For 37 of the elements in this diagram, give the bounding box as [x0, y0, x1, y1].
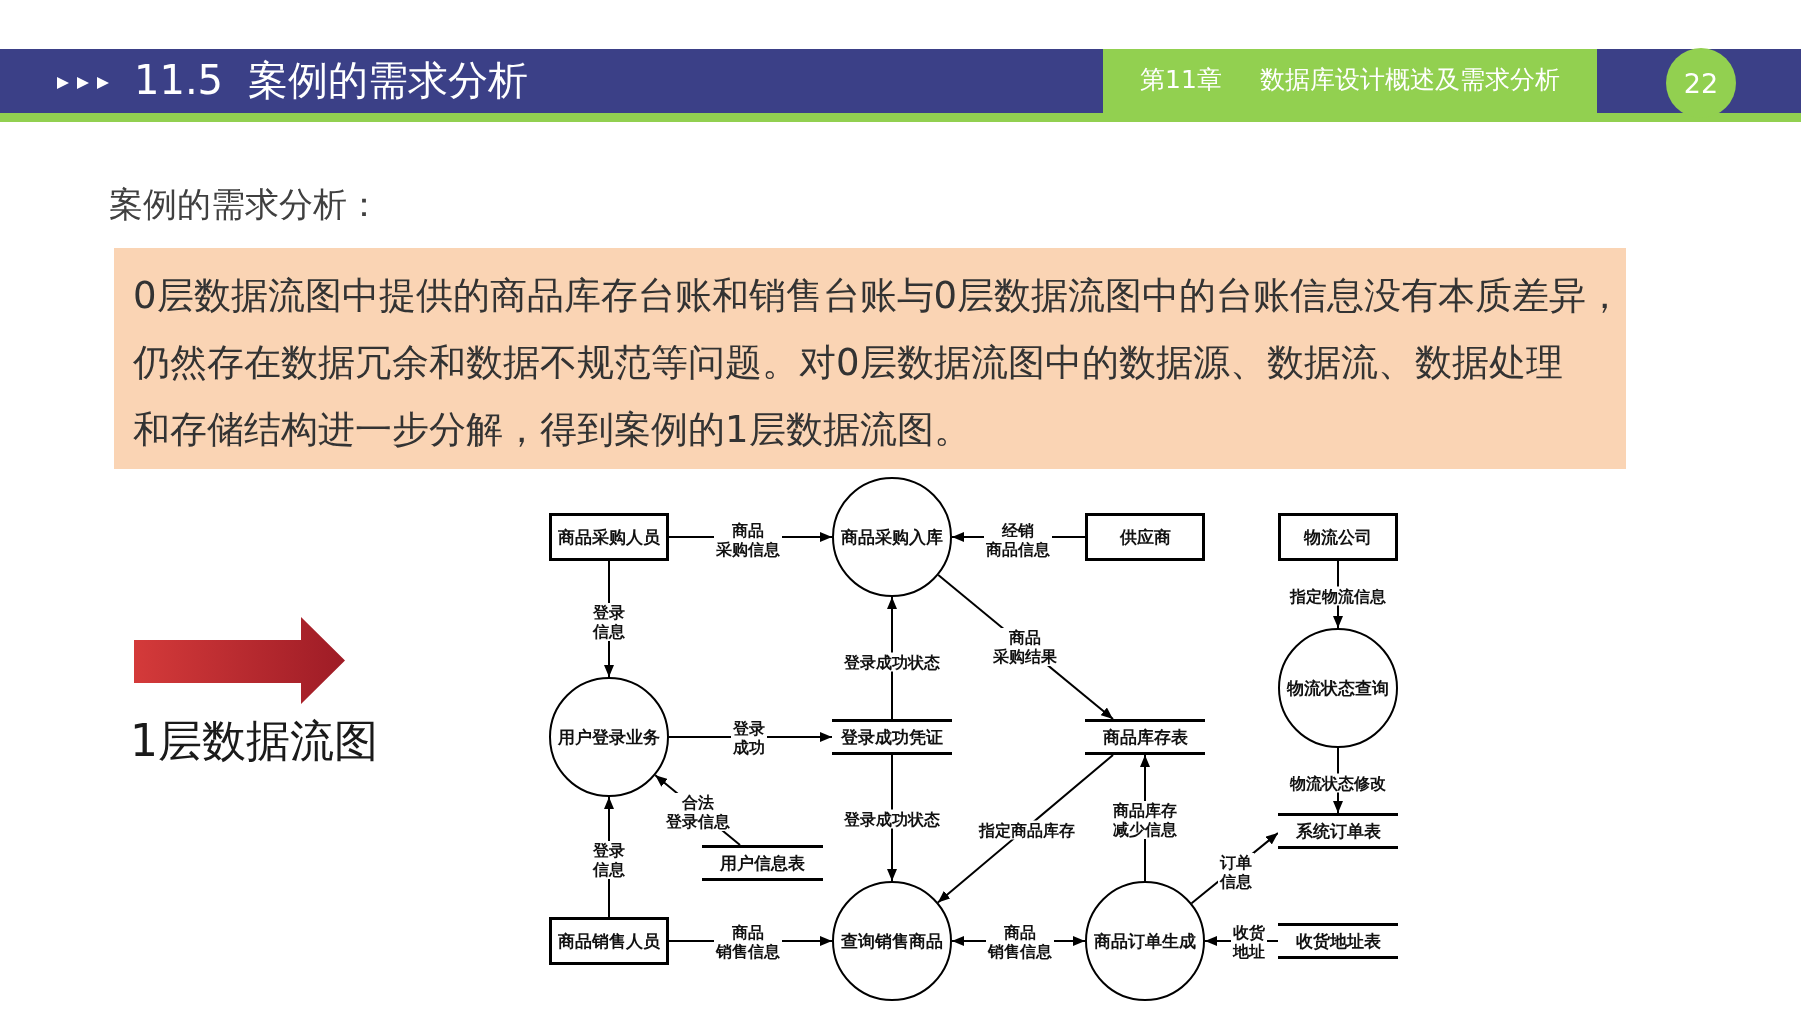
edge-label: 物流状态修改 [1288, 773, 1388, 793]
data-store: 商品库存表 [1085, 719, 1205, 755]
data-store: 用户信息表 [702, 845, 823, 881]
process-circle: 物流状态查询 [1278, 628, 1398, 748]
chapter-banner: 第11章 数据库设计概述及需求分析 [1103, 49, 1597, 113]
text-panel: 0层数据流图中提供的商品库存台账和销售台账与0层数据流图中的台账信息没有本质差异，仍然存在数据冗余和数据不规范等问题。对0层数据流图中的数据源、数据流、数据处理和存储结构进一步分解，得到案例的1层数据流图。 [114, 248, 1626, 469]
data-store: 登录成功凭证 [832, 719, 952, 755]
edge-label: 登录信息 [591, 603, 627, 641]
entity-box: 物流公司 [1278, 513, 1398, 561]
edge-label: 登录成功 [731, 719, 767, 757]
edge-label: 订单信息 [1218, 853, 1254, 891]
edge-label: 合法登录信息 [664, 793, 732, 831]
edge-label: 商品采购结果 [991, 628, 1059, 666]
entity-box: 商品销售人员 [549, 917, 669, 965]
edge-label: 商品库存减少信息 [1111, 801, 1179, 839]
edge-label: 登录成功状态 [842, 652, 942, 672]
data-store: 系统订单表 [1278, 813, 1398, 849]
slide-title: 11.5 案例的需求分析 [134, 56, 528, 104]
entity-box: 供应商 [1085, 513, 1205, 561]
process-circle: 查询销售商品 [832, 881, 952, 1001]
edge-label: 登录信息 [591, 841, 627, 879]
edge-label: 经销商品信息 [984, 521, 1052, 559]
edge-label: 商品采购信息 [714, 521, 782, 559]
flow-arrow [936, 754, 1114, 904]
edge-label: 指定物流信息 [1288, 586, 1388, 606]
edge-label: 商品销售信息 [986, 923, 1054, 961]
data-store: 收货地址表 [1278, 923, 1398, 959]
process-circle: 用户登录业务 [549, 677, 669, 797]
process-circle: 商品订单生成 [1085, 881, 1205, 1001]
process-circle: 商品采购入库 [832, 477, 952, 597]
entity-box: 商品采购人员 [549, 513, 669, 561]
diagram-caption: 1层数据流图 [130, 715, 378, 767]
edge-label: 指定商品库存 [977, 820, 1077, 840]
edge-label: 收货地址 [1231, 923, 1267, 961]
edge-label: 登录成功状态 [842, 809, 942, 829]
edge-label: 商品销售信息 [714, 923, 782, 961]
section-heading: 案例的需求分析： [109, 183, 381, 226]
